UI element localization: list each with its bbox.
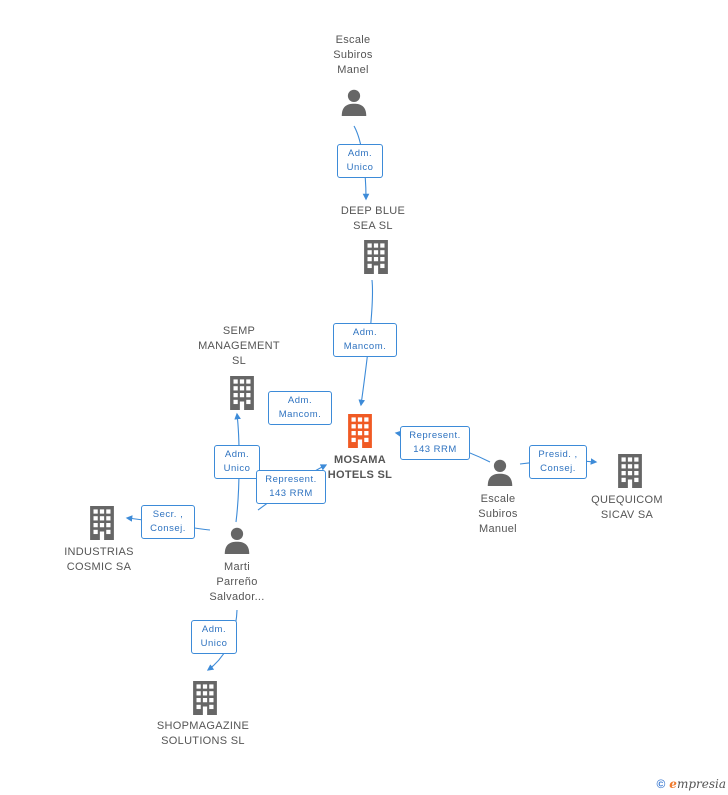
- person-icon-escale-top[interactable]: [341, 89, 367, 116]
- brand-logo: empresia: [669, 777, 726, 791]
- role-box-adm-unico[interactable]: Adm. Unico: [337, 144, 383, 178]
- building-icon-shopmagazine[interactable]: [193, 681, 217, 715]
- node-label-quequicom[interactable]: QUEQUICOM SICAV SA: [591, 494, 663, 521]
- building-icon-deep-blue[interactable]: [364, 240, 388, 274]
- node-label-escale-top[interactable]: Escale Subiros Manel: [333, 34, 373, 76]
- building-icon-industrias[interactable]: [90, 506, 114, 540]
- node-label-semp[interactable]: SEMP MANAGEMENT SL: [198, 325, 280, 367]
- node-label-deep-blue[interactable]: DEEP BLUE SEA SL: [340, 205, 406, 232]
- role-box-secr-consej[interactable]: Secr. , Consej.: [141, 505, 195, 539]
- building-icon-mosama[interactable]: [348, 414, 372, 448]
- person-icon-marti[interactable]: [224, 527, 250, 554]
- building-icon-quequicom[interactable]: [618, 454, 642, 488]
- copyright-icon: ©: [656, 777, 666, 791]
- role-box-represent[interactable]: Represent. 143 RRM: [256, 470, 326, 504]
- role-box-adm-mancom[interactable]: Adm. Mancom.: [268, 391, 332, 425]
- node-label-shopmagazine[interactable]: SHOPMAGAZINE SOLUTIONS SL: [156, 720, 250, 747]
- node-label-escale-right[interactable]: Escale Subiros Manuel: [478, 493, 518, 535]
- role-box-adm-unico[interactable]: Adm. Unico: [214, 445, 260, 479]
- person-icon-escale-right[interactable]: [487, 459, 513, 486]
- node-label-marti[interactable]: Marti Parreño Salvador...: [209, 561, 265, 603]
- role-box-represent[interactable]: Represent. 143 RRM: [400, 426, 470, 460]
- building-icon-semp[interactable]: [230, 376, 254, 410]
- role-box-adm-unico[interactable]: Adm. Unico: [191, 620, 237, 654]
- role-box-presid-consej[interactable]: Presid. , Consej.: [529, 445, 587, 479]
- node-label-mosama[interactable]: MOSAMA HOTELS SL: [327, 454, 393, 481]
- role-box-adm-mancom[interactable]: Adm. Mancom.: [333, 323, 397, 357]
- footer-brand[interactable]: ©empresia: [656, 777, 726, 791]
- node-label-industrias[interactable]: INDUSTRIAS COSMIC SA: [64, 546, 134, 573]
